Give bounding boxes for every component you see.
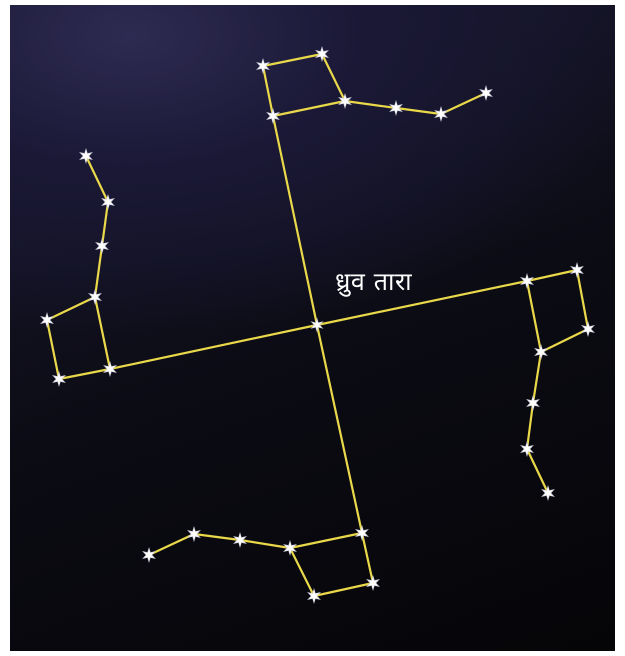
constellation-top-line (345, 93, 486, 114)
constellation-left-line (47, 156, 110, 379)
night-sky-panel: ध्रुव तारा (10, 5, 615, 651)
star-icon (41, 313, 53, 327)
star-icon (542, 486, 554, 500)
constellation-top-line (263, 54, 345, 116)
star-icon (582, 322, 594, 336)
constellation-diagram (10, 5, 615, 651)
star-icon (521, 442, 533, 456)
star-icon (89, 290, 101, 304)
constellation-right-line (527, 352, 548, 493)
star-icon (102, 195, 114, 209)
star-icon (535, 345, 547, 359)
star-icon (80, 149, 92, 163)
star-icon (96, 239, 108, 253)
star-icon (527, 396, 539, 410)
pole-star-label: ध्रुव तारा (335, 267, 412, 297)
stars (41, 47, 594, 603)
star-icon (143, 548, 155, 562)
constellation-bottom-line (149, 533, 373, 596)
star-icon (480, 86, 492, 100)
constellation-right-line (527, 270, 588, 352)
